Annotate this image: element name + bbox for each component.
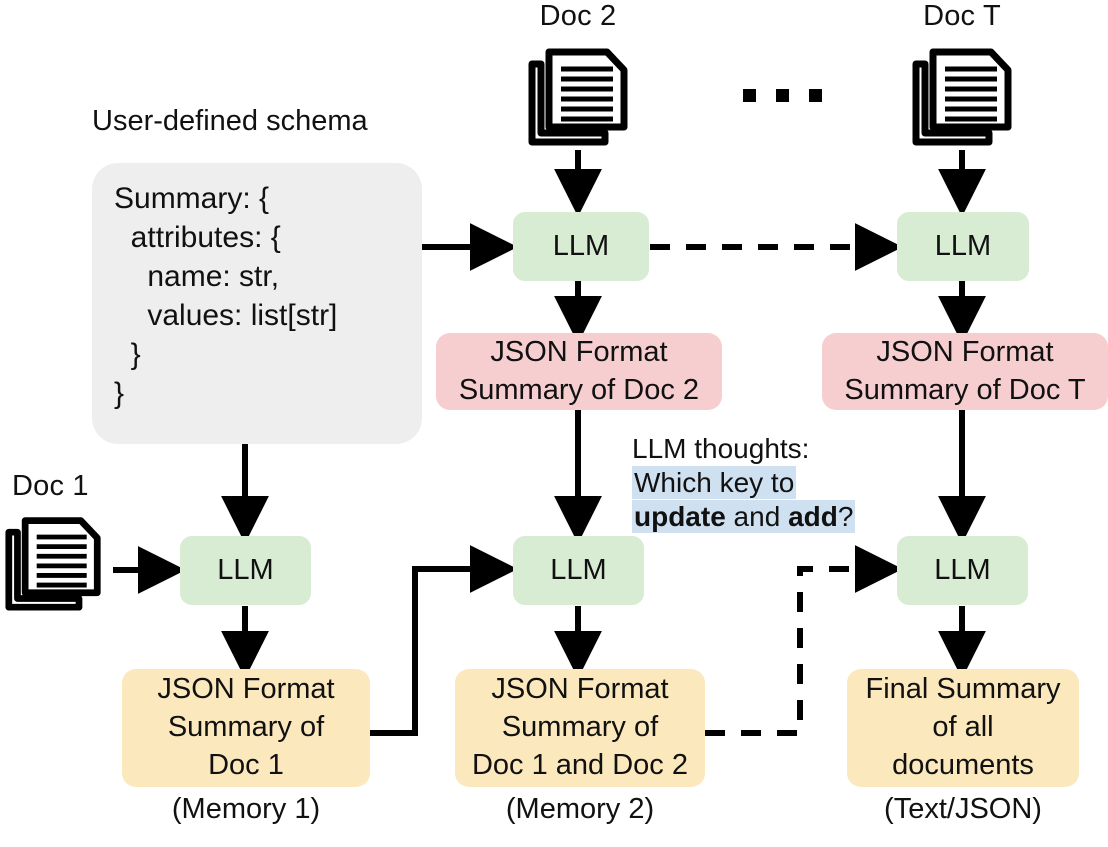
schema-line-5: }	[114, 338, 141, 371]
llm-thoughts-keyword-add: add	[788, 501, 838, 533]
arrow-memory1-to-llm-merge	[370, 545, 518, 736]
llm-node-final[interactable]: LLM	[897, 536, 1028, 605]
memory-box-1: JSON Format Summary of Doc 1	[122, 669, 370, 787]
memory-box-2: JSON Format Summary of Doc 1 and Doc 2	[455, 669, 705, 787]
ellipsis-icon	[743, 89, 822, 102]
arrow-memory2-to-llm-final	[705, 545, 903, 736]
schema-line-6: }	[114, 377, 125, 410]
schema-line-3: name: str,	[114, 260, 280, 293]
llm-thoughts-line-1: Which key to	[632, 466, 855, 500]
llm-node-doc1[interactable]: LLM	[180, 536, 311, 605]
llm-thoughts-header: LLM thoughts:	[632, 433, 810, 464]
schema-line-2: attributes: {	[114, 221, 281, 254]
summary-box-docT: JSON Format Summary of Doc T	[822, 333, 1108, 410]
llm-thoughts-conjunction: and	[725, 501, 789, 533]
summary-box-doc2: JSON Format Summary of Doc 2	[436, 333, 722, 410]
llm-thoughts-line-1-text: Which key to	[632, 466, 797, 500]
document-stack-icon-docT	[912, 48, 1012, 146]
schema-line-1: Summary: {	[114, 182, 270, 215]
document-stack-icon-doc1	[5, 517, 101, 611]
llm-node-docT[interactable]: LLM	[897, 212, 1029, 281]
doc-label-docT: Doc T	[923, 0, 1001, 32]
doc-label-doc1: Doc 1	[12, 470, 89, 502]
llm-thoughts-line-2: update and add?	[632, 500, 856, 534]
doc-label-doc2: Doc 2	[539, 0, 617, 32]
llm-thoughts-keyword-update: update	[634, 501, 726, 533]
caption-final-summary: (Text/JSON)	[884, 793, 1042, 825]
llm-thoughts-question-mark: ?	[837, 501, 854, 533]
caption-memory-1: (Memory 1)	[171, 793, 321, 825]
final-summary-box: Final Summary of all documents	[847, 669, 1079, 787]
llm-node-merge[interactable]: LLM	[513, 536, 644, 605]
user-defined-schema-box: Summary: { attributes: { name: str, valu…	[92, 163, 422, 444]
schema-title: User-defined schema	[92, 105, 368, 137]
schema-line-4: values: list[str]	[114, 299, 338, 332]
llm-node-doc2[interactable]: LLM	[513, 212, 649, 281]
caption-memory-2: (Memory 2)	[505, 793, 655, 825]
llm-thoughts-annotation: LLM thoughts: Which key to update and ad…	[632, 432, 856, 534]
document-stack-icon-doc2	[528, 48, 628, 146]
